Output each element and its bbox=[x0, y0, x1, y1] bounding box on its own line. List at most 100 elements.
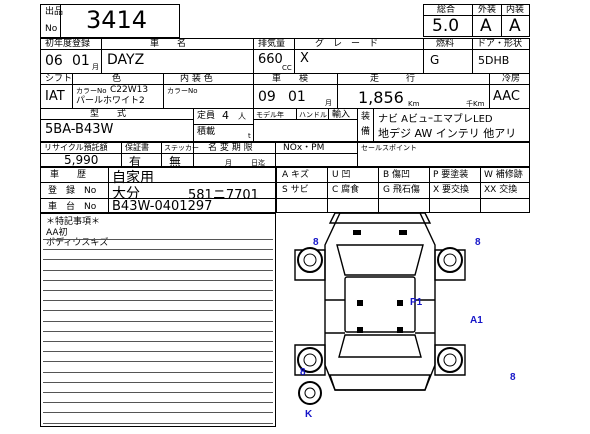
warranty-value: 有 bbox=[129, 155, 142, 169]
reg-label: 登 録 No bbox=[48, 186, 97, 196]
equipment-line-2: 地デジ AW インテリ 他アリ bbox=[378, 127, 517, 140]
history: 自家用 bbox=[112, 170, 154, 186]
sticker-label: ステッカー bbox=[164, 144, 199, 152]
color-name: パールホワイト2 bbox=[76, 96, 145, 106]
grade: X bbox=[300, 51, 309, 66]
inspection-label: 車 検 bbox=[272, 74, 309, 84]
interior-color-label: 内 装 色 bbox=[180, 74, 213, 84]
remarks-rule bbox=[43, 290, 273, 291]
km-unit: Km bbox=[408, 100, 420, 108]
capacity-label: 定員 bbox=[197, 111, 216, 121]
name-label: 車 名 bbox=[150, 39, 187, 49]
spare-wheel bbox=[298, 381, 322, 405]
chassis-number: B43W-0401297 bbox=[112, 199, 213, 214]
body-type: 5DHB bbox=[478, 54, 510, 67]
color-no: C22W13 bbox=[110, 85, 149, 95]
nc-day-unit: 日迄 bbox=[251, 159, 265, 167]
remarks-rule bbox=[43, 310, 273, 311]
lot-label-top: 出品 bbox=[45, 7, 64, 17]
remarks-rule bbox=[43, 300, 273, 301]
remarks-line-1: AA初 bbox=[46, 228, 68, 238]
remarks-rule bbox=[43, 423, 273, 424]
remarks-rule bbox=[43, 372, 273, 373]
inspection-month: 01 bbox=[288, 89, 306, 105]
registration-table bbox=[40, 167, 276, 213]
reg-area: 大分 bbox=[112, 186, 140, 202]
reg-month-unit: 月 bbox=[92, 63, 99, 71]
remarks-rule bbox=[43, 280, 273, 281]
inspection-year: 09 bbox=[258, 89, 276, 105]
mark-right-door: A1 bbox=[470, 315, 483, 326]
right-rear-fender bbox=[434, 344, 466, 376]
shift-label: シフト bbox=[45, 74, 73, 84]
remarks-rule bbox=[43, 249, 273, 250]
legend-s: S サビ bbox=[282, 185, 309, 195]
displacement: 660 bbox=[258, 52, 283, 67]
load-label: 積載 bbox=[197, 127, 216, 137]
rear-bumper bbox=[329, 374, 431, 391]
rear-window bbox=[338, 334, 422, 358]
wheel-rear-left bbox=[297, 347, 323, 373]
remarks-box bbox=[40, 213, 276, 427]
lot-box bbox=[40, 4, 180, 38]
interior-color-no-label: カラーNo bbox=[167, 87, 198, 95]
import-label: 輸入 bbox=[332, 110, 351, 120]
nox-label: NOx・PM bbox=[283, 143, 325, 153]
remarks-rule bbox=[43, 402, 273, 403]
left-rear-fender bbox=[294, 344, 326, 376]
shift: IAT bbox=[45, 89, 65, 104]
wheel-front-right bbox=[437, 247, 463, 273]
interior-score: A bbox=[509, 16, 521, 36]
overall-label: 総合 bbox=[437, 5, 456, 15]
reg-year: 06 bbox=[45, 53, 63, 69]
recycle-table bbox=[40, 142, 530, 167]
person-unit: 人 bbox=[238, 112, 246, 121]
exterior-label: 外装 bbox=[478, 5, 497, 15]
remarks-title: ＊特記事項＊ bbox=[46, 217, 101, 227]
remarks-rule bbox=[43, 239, 273, 240]
roof bbox=[344, 276, 416, 333]
mileage: 1,856 bbox=[358, 88, 404, 107]
overall-score: 5.0 bbox=[432, 16, 460, 36]
nc-month-unit: 月 bbox=[225, 159, 232, 167]
fuel-label: 燃料 bbox=[436, 39, 455, 49]
wheel-front-left bbox=[297, 247, 323, 273]
sales-point-label: セールスポイント bbox=[361, 144, 417, 152]
remarks-rule bbox=[43, 351, 273, 352]
legend-c: C 腐食 bbox=[332, 185, 360, 195]
recycle-label: リサイクル預託額 bbox=[44, 143, 108, 152]
mark-front-left: 8 bbox=[313, 237, 319, 248]
equipment-line-1: ナビ AビュｰエマブレLED bbox=[378, 114, 493, 125]
model-label: 型 式 bbox=[90, 109, 127, 119]
legend-w: W 補修跡 bbox=[484, 170, 523, 180]
vehicle-name: DAYZ bbox=[107, 52, 145, 68]
legend-u: U 凹 bbox=[332, 170, 351, 180]
car-diagram: 8 8 P1 A1 8 8 K bbox=[294, 212, 516, 420]
wheel-rear-right bbox=[437, 347, 463, 373]
ac-label: 冷房 bbox=[502, 74, 521, 84]
color-label: 色 bbox=[112, 74, 122, 84]
score-box bbox=[423, 4, 530, 37]
handle-label: ハンドル bbox=[299, 111, 327, 119]
windshield bbox=[336, 244, 424, 276]
body-label: ドア・形状 bbox=[477, 39, 523, 49]
model-change-label: モデル年 bbox=[256, 111, 284, 119]
ac-type: AAC bbox=[493, 89, 520, 104]
remarks-rule bbox=[43, 321, 273, 322]
remarks-line-2: ボディウスキズ bbox=[46, 238, 109, 248]
color-no-label: カラーNo bbox=[76, 87, 107, 95]
remarks-rule bbox=[43, 341, 273, 342]
model: 5BA-B43W bbox=[45, 122, 114, 137]
grade-label: グ レ ー ド bbox=[315, 39, 379, 49]
legend-xx: XX 交換 bbox=[484, 185, 518, 195]
displacement-label: 排気量 bbox=[258, 39, 286, 49]
recycle-amount: 5,990 bbox=[64, 153, 99, 167]
first-reg-label: 初年度登録 bbox=[45, 39, 91, 49]
equipment-label-2: 備 bbox=[361, 127, 371, 137]
mark-front-right: 8 bbox=[475, 237, 481, 248]
remarks-rule bbox=[43, 361, 273, 362]
mark-roof: P1 bbox=[410, 297, 423, 308]
remarks-rule bbox=[43, 259, 273, 260]
fuel: G bbox=[430, 53, 440, 67]
info-table bbox=[40, 38, 530, 142]
